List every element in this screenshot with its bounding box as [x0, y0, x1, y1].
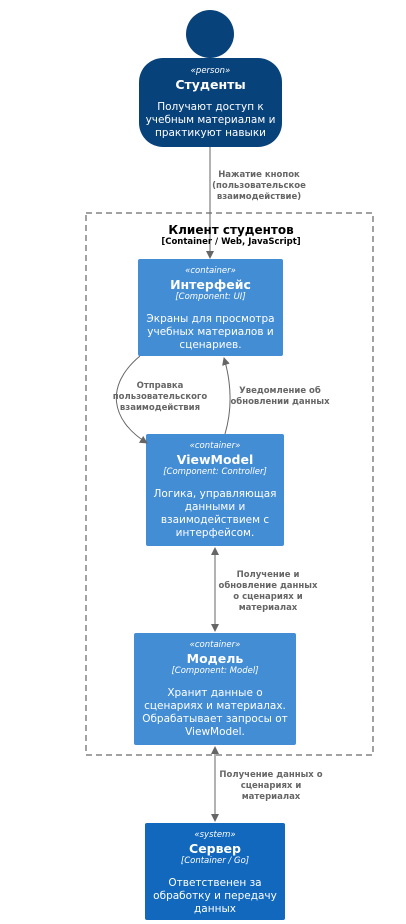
person-head-icon: [186, 10, 234, 58]
edge-label-line: обновление данных: [218, 581, 318, 591]
edge-label-line: обновлении данных: [230, 397, 330, 407]
model-container: «container» Модель [Component: Model] Хр…: [134, 640, 296, 739]
edge-label-line: Нажатие кнопок: [218, 170, 300, 180]
edge-label-person-ui: Нажатие кнопок (пользовательское взаимод…: [204, 170, 314, 203]
server-name: Сервер: [189, 841, 241, 856]
edge-label-ui-viewmodel: Отправка пользовательского взаимодействи…: [110, 381, 210, 414]
ui-name: Интерфейс: [170, 277, 251, 292]
server-system: «system» Сервер [Container / Go] Ответст…: [145, 830, 285, 916]
edge-label-viewmodel-model: Получение и обновление данных о сценария…: [213, 570, 323, 614]
ui-stereotype: «container»: [185, 266, 236, 276]
model-container-box: [134, 633, 296, 745]
client-boundary: [85, 212, 374, 756]
person-stereotype: «person»: [190, 66, 231, 76]
edge-ui-to-viewmodel: [116, 355, 148, 444]
edge-viewmodel-to-ui: [222, 357, 231, 435]
viewmodel-container: «container» ViewModel [Component: Contro…: [146, 441, 284, 540]
boundary-name: Клиент студентов: [168, 223, 294, 237]
ui-container-box: [138, 259, 283, 356]
ui-tech: [Component: UI]: [175, 292, 246, 302]
model-name: Модель: [186, 651, 244, 666]
edge-label-viewmodel-ui: Уведомление об обновлении данных: [225, 386, 335, 408]
model-description: Хранит данные о сценариях и материалах. …: [142, 687, 288, 738]
ui-container: «container» Интерфейс [Component: UI] Эк…: [138, 266, 283, 352]
edge-label-line: материалах: [241, 792, 301, 802]
viewmodel-tech: [Component: Controller]: [163, 467, 267, 477]
edge-label-line: Отправка: [136, 381, 184, 391]
viewmodel-stereotype: «container»: [189, 441, 241, 451]
model-tech: [Component: Model]: [171, 666, 259, 676]
edge-label-line: взаимодействие): [216, 192, 302, 202]
server-description: Ответственен за обработку и передачу дан…: [153, 877, 277, 915]
viewmodel-container-box: [146, 434, 284, 546]
edge-label-model-server: Получение данных о сценариях и материала…: [213, 770, 329, 803]
server-tech: [Container / Go]: [180, 856, 250, 866]
boundary-title: Клиент студентов [Container / Web, JavaS…: [86, 223, 376, 248]
person-students: «person» Студенты Получают доступ к учеб…: [139, 66, 282, 140]
edge-label-line: о сценариях и: [233, 592, 303, 602]
edge-label-line: Уведомление об: [239, 386, 321, 396]
viewmodel-description: Логика, управляющая данными и взаимодейс…: [153, 488, 277, 539]
ui-description: Экраны для просмотра учебных материалов …: [146, 313, 275, 351]
boundary-tech: [Container / Web, JavaScript]: [161, 237, 301, 247]
edge-label-line: пользовательского: [112, 392, 208, 402]
server-system-box: [145, 823, 285, 920]
server-stereotype: «system»: [194, 830, 236, 840]
edge-label-line: Получение данных о: [219, 770, 323, 780]
edge-label-line: Получение и: [236, 570, 300, 580]
edge-label-line: материалах: [238, 603, 298, 613]
viewmodel-name: ViewModel: [176, 452, 254, 467]
edge-label-line: сценариях и: [240, 781, 302, 791]
person-description: Получают доступ к учебным материалам и п…: [145, 101, 276, 139]
model-stereotype: «container»: [189, 640, 241, 650]
person-name: Студенты: [175, 77, 246, 92]
edge-label-line: взаимодействия: [119, 403, 201, 413]
edge-label-line: (пользовательское: [212, 181, 306, 191]
person-body: [139, 58, 282, 147]
